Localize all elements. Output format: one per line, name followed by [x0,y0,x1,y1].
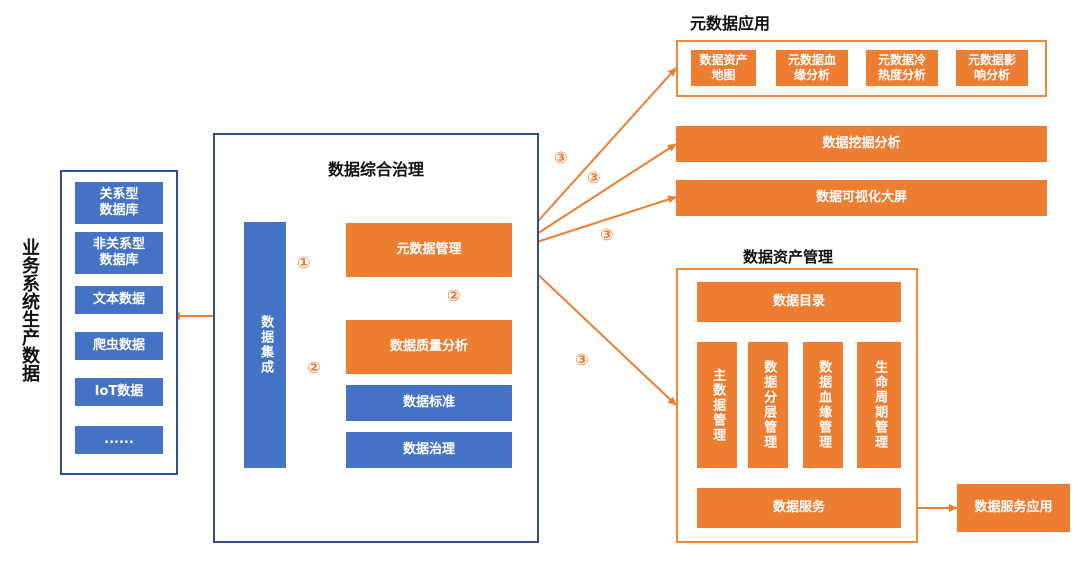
arrow-to-mining [511,143,677,251]
side-label: 业务系统生产数据 [19,238,40,382]
impact-analysis-box: 元数据影 响分析 [956,50,1028,86]
quality-analysis-box: 数据质量分析 [346,320,512,374]
source-more: ...... [75,426,163,454]
step-3a-label: ③ [554,148,568,167]
lineage-mgmt-box: 数据血缘管理 [803,342,843,468]
data-standard-box: 数据标准 [346,385,512,421]
asset-title: 数据资产管理 [743,248,834,266]
asset-map-box: 数据资产 地图 [691,50,756,86]
lifecycle-mgmt-box: 生命周期管理 [857,342,901,468]
layer-mgmt-box: 数据分层管理 [748,342,788,468]
data-catalog-box: 数据目录 [697,282,901,322]
arrow-to-visual [511,195,677,251]
data-visual-box: 数据可视化大屏 [676,180,1047,216]
arrow-to-asset [511,249,677,406]
step-1-label: ① [297,253,311,272]
step-2b-label: ② [307,358,321,377]
step-3c-label: ③ [600,225,614,244]
data-governance-box: 数据治理 [346,432,512,468]
metadata-management-box: 元数据管理 [346,223,512,277]
governance-title: 数据综合治理 [327,160,424,179]
source-text-data: 文本数据 [75,286,163,314]
source-iot-data: IoT数据 [75,378,163,406]
data-integration-box: 数据集成 [244,222,286,468]
hotness-analysis-box: 元数据冷 热度分析 [866,50,938,86]
arrow-to-meta-app [511,67,677,251]
step-3b-label: ③ [587,168,601,187]
meta-app-title: 元数据应用 [690,14,771,33]
step-3d-label: ③ [575,350,589,369]
step-2-label: ② [447,286,461,305]
master-data-box: 主数据管理 [697,342,737,468]
lineage-analysis-box: 元数据血 缘分析 [776,50,848,86]
data-service-app-box: 数据服务应用 [957,484,1070,532]
source-relational-db: 关系型 数据库 [75,182,163,224]
data-service-box: 数据服务 [697,488,901,528]
source-nonrelational-db: 非关系型 数据库 [75,232,163,274]
data-mining-box: 数据挖掘分析 [676,126,1047,162]
source-crawler-data: 爬虫数据 [75,332,163,360]
